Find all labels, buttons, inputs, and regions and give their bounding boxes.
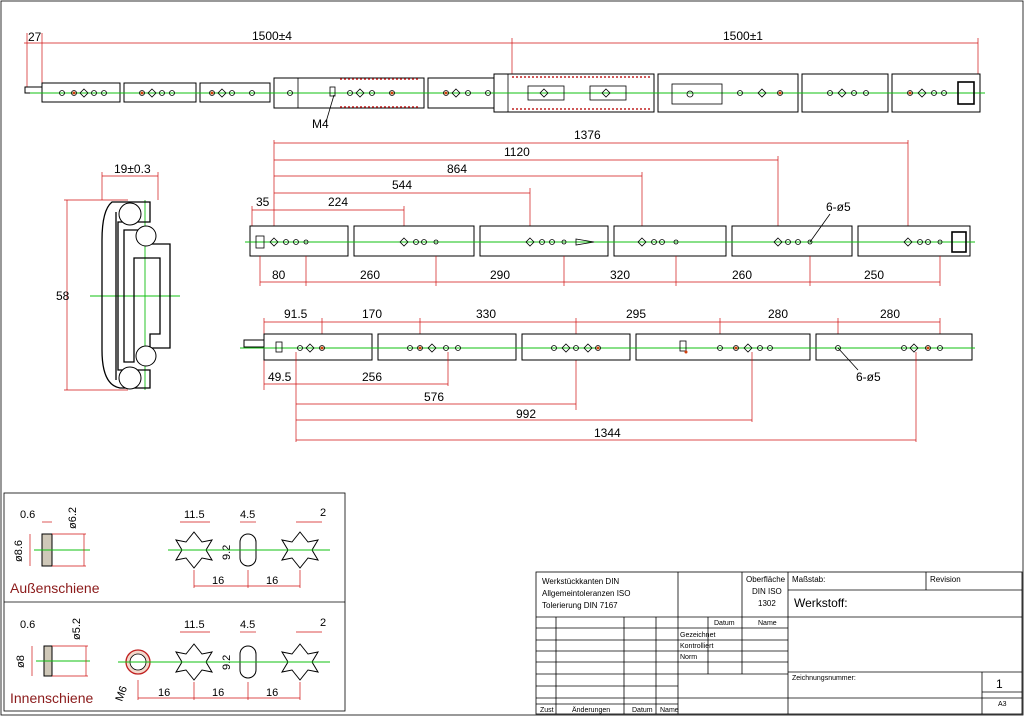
header-name: Name (758, 620, 777, 627)
dim-inner-pitch-2: 16 (212, 687, 224, 699)
dim-profile-width: 19±0.3 (114, 162, 151, 176)
dim-overhang: 27 (28, 30, 42, 44)
dim-outer-spacing-260a: 260 (360, 268, 380, 282)
dim-outer-544: 544 (392, 178, 412, 192)
dim-inner-spacing-280a: 280 (768, 307, 788, 321)
dim-outer-spacing-260b: 260 (732, 268, 752, 282)
label-massstab: Maßstab: (792, 575, 825, 584)
dim-outer-spacing-290: 290 (490, 268, 510, 282)
dim-outer-cross-arm: 2 (320, 507, 326, 519)
dim-inner-spacing-91-5: 91.5 (284, 307, 308, 321)
dim-right-length: 1500±1 (723, 29, 763, 43)
dim-outer-washer-outer: ø8.6 (13, 540, 25, 562)
label-outer-holes: 6-ø5 (826, 200, 851, 214)
top-view-assembly: 27 1500±4 1500±1 (24, 29, 985, 131)
dim-outer-washer-thickness: 0.6 (20, 509, 35, 521)
label-innenschiene: Innenschiene (10, 690, 94, 706)
dim-inner-576: 576 (424, 390, 444, 404)
dim-inner-washer-outer: ø8 (15, 655, 27, 668)
dim-inner-spacing-280b: 280 (880, 307, 900, 321)
dim-outer-1120: 1120 (504, 145, 530, 159)
dim-inner-cross-width: 11.5 (184, 619, 205, 631)
dim-inner-992: 992 (516, 407, 536, 421)
label-thread-m4: M4 (312, 117, 329, 131)
dim-inner-thread: M6 (114, 685, 131, 703)
role-kontrolliert: Kontrolliert (680, 643, 714, 650)
dim-inner-49-5: 49.5 (268, 370, 292, 384)
header-datum: Datum (714, 620, 735, 627)
sheet-number: 1 (996, 677, 1003, 691)
label-aussenschiene: Außenschiene (10, 580, 100, 596)
note-allgemeintoleranzen: Allgemeintoleranzen ISO (542, 589, 631, 598)
dim-inner-pitch-3: 16 (266, 687, 278, 699)
outer-rail-view: 1376 1120 864 544 224 35 (245, 128, 975, 286)
dim-inner-cross-arm: 2 (320, 617, 326, 629)
detail-panel: Außenschiene 0.6 ø6.2 ø8.6 11.5 4.5 2 9.… (3, 492, 346, 712)
sheet-format: A3 (998, 701, 1007, 708)
dim-outer-washer-inner: ø6.2 (67, 507, 79, 529)
dim-outer-35: 35 (256, 195, 270, 209)
dim-outer-slot-height: 9.2 (221, 545, 233, 560)
dim-inner-washer-inner: ø5.2 (71, 618, 83, 640)
inner-rail-view: 91.5 170 330 295 280 280 49.5 (240, 307, 975, 442)
dim-inner-256: 256 (362, 370, 382, 384)
dim-outer-spacing-250: 250 (864, 268, 884, 282)
label-zeichnungsnummer: Zeichnungsnummer: (792, 675, 856, 682)
dim-inner-spacing-170: 170 (362, 307, 382, 321)
note-tolerierung: Tolerierung DIN 7167 (542, 601, 618, 610)
label-revision: Revision (930, 575, 961, 584)
outer-rail-details: Außenschiene 0.6 ø6.2 ø8.6 11.5 4.5 2 9.… (10, 507, 330, 596)
col-aenderungen: Änderungen (572, 706, 610, 714)
col-datum: Datum (632, 707, 653, 714)
dim-outer-pitch-2: 16 (266, 575, 278, 587)
dim-outer-cross-width: 11.5 (184, 509, 205, 521)
dim-inner-spacing-330: 330 (476, 307, 496, 321)
label-werkstoff: Werkstoff: (794, 596, 848, 610)
role-norm: Norm (680, 654, 697, 661)
dim-outer-224: 224 (328, 195, 348, 209)
dim-inner-pitch-1: 16 (158, 687, 170, 699)
col-name: Name (660, 707, 679, 714)
dim-outer-slot-width: 4.5 (240, 509, 255, 521)
dim-inner-1344: 1344 (594, 426, 621, 440)
dim-outer-spacing-80: 80 (272, 268, 286, 282)
value-surface-1: DIN ISO (752, 587, 782, 596)
col-zust: Zust (540, 707, 554, 714)
dim-inner-spacing-295: 295 (626, 307, 646, 321)
value-surface-2: 1302 (758, 599, 776, 608)
note-werkstueckkanten: Werkstückkanten DIN (542, 577, 619, 586)
dim-profile-height: 58 (56, 289, 70, 303)
dim-inner-slot-width: 4.5 (240, 619, 255, 631)
dim-outer-pitch-1: 16 (212, 575, 224, 587)
dim-outer-1376: 1376 (574, 128, 601, 142)
title-block: Werkstückkanten DIN Allgemeintoleranzen … (535, 571, 1023, 715)
dim-inner-washer-thickness: 0.6 (20, 619, 35, 631)
dim-outer-spacing-320: 320 (610, 268, 630, 282)
role-gezeichnet: Gezeichnet (680, 632, 715, 639)
dim-left-length: 1500±4 (252, 29, 292, 43)
label-oberflaeche: Oberfläche (746, 575, 786, 584)
label-inner-holes: 6-ø5 (856, 370, 881, 384)
profile-cross-section: 19±0.3 58 (56, 162, 180, 391)
inner-rail-details: Innenschiene 0.6 ø5.2 ø8 M6 11.5 4.5 2 9… (10, 617, 330, 706)
dim-outer-864: 864 (447, 162, 467, 176)
